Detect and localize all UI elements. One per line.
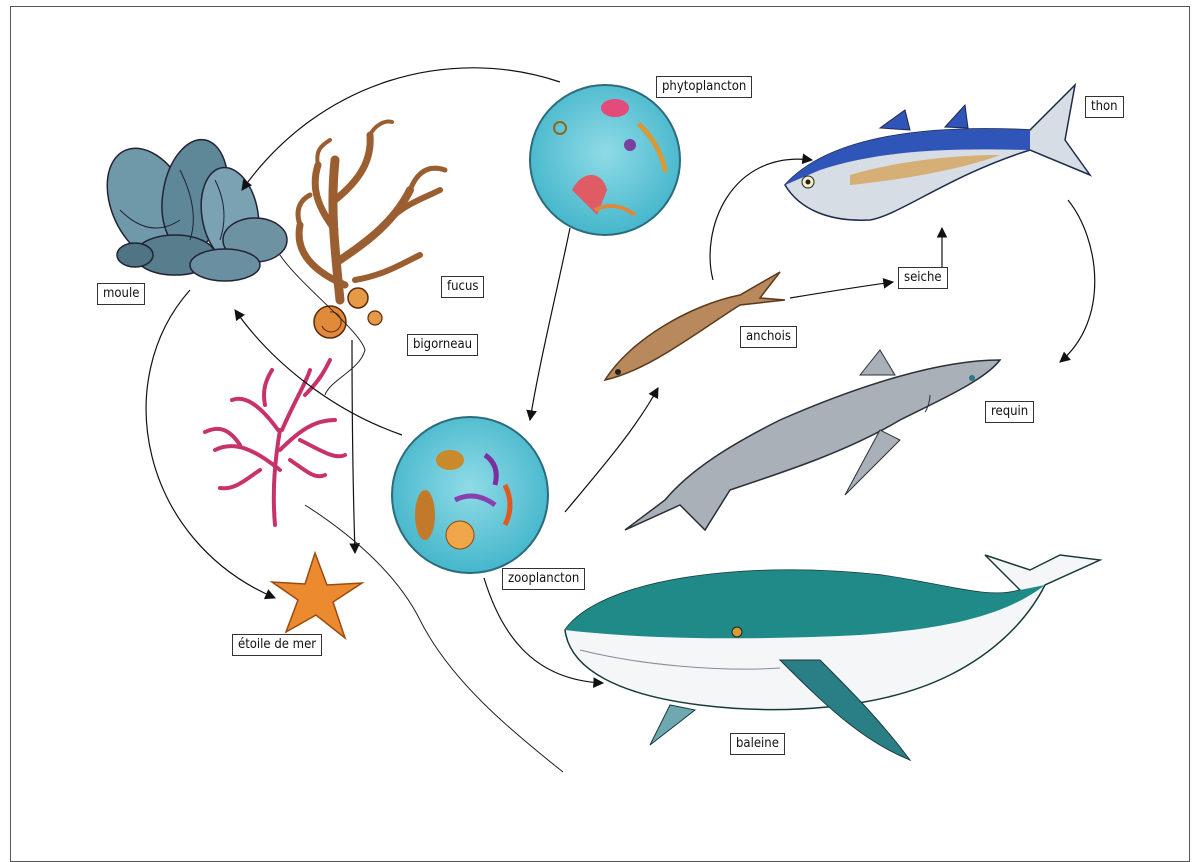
starfish-illustration: [272, 553, 362, 638]
label-zooplancton: zooplancton: [502, 568, 585, 590]
red-seaweed-illustration: [205, 360, 345, 525]
arrow-bigorneau-to-etoile: [352, 340, 355, 553]
phytoplankton-illustration: [530, 85, 680, 235]
arrow-thon-to-requin: [1060, 200, 1095, 362]
label-anchois: anchois: [740, 326, 797, 348]
label-moule: moule: [97, 283, 145, 305]
tuna-illustration: [785, 85, 1090, 220]
fucus-illustration: [298, 122, 445, 300]
arrow-zoo-to-anchois: [565, 388, 658, 512]
arrow-phyto-to-zoo: [530, 228, 570, 420]
label-phytoplancton: phytoplancton: [656, 76, 752, 98]
whale-illustration: [565, 555, 1100, 760]
arrow-phyto-to-moule: [242, 68, 560, 190]
mussel-illustration: [90, 134, 287, 281]
zooplankton-illustration: [392, 417, 548, 573]
label-etoile-de-mer: étoile de mer: [232, 634, 322, 656]
label-baleine: baleine: [730, 733, 785, 755]
label-requin: requin: [985, 401, 1034, 423]
label-fucus: fucus: [441, 276, 484, 298]
periwinkle-illustration: [314, 288, 382, 338]
shark-illustration: [625, 350, 1000, 530]
label-bigorneau: bigorneau: [407, 334, 478, 356]
label-thon: thon: [1085, 96, 1124, 118]
arrow-anchois-to-seiche: [790, 282, 893, 298]
label-seiche: seiche: [898, 267, 948, 289]
